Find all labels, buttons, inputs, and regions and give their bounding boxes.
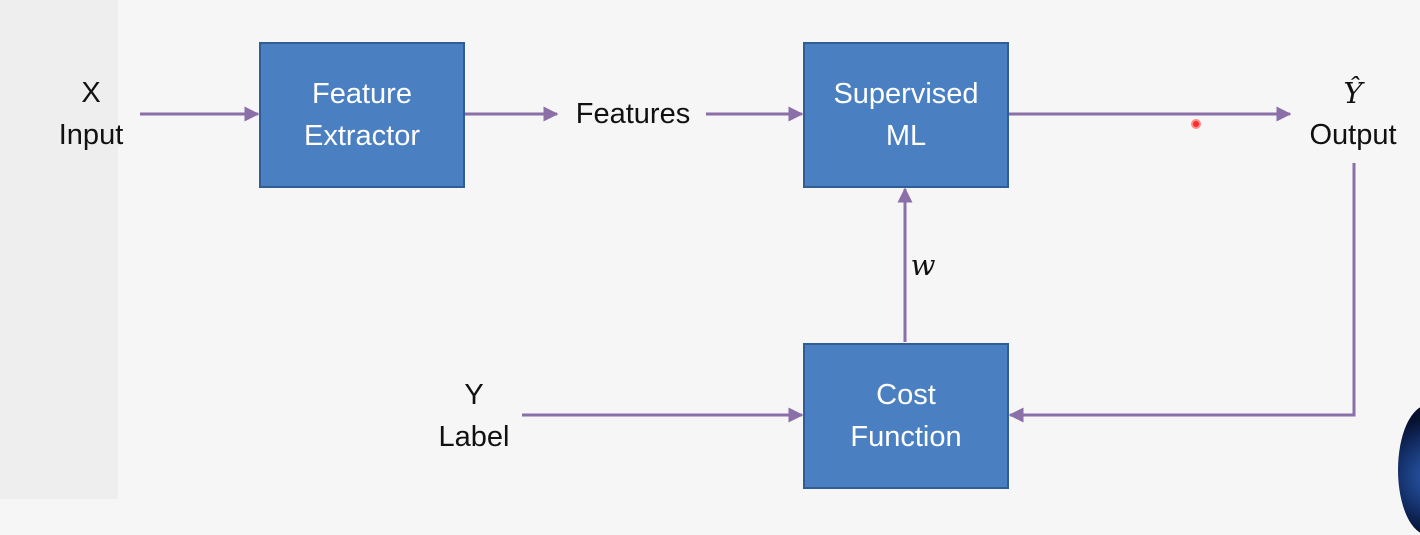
features-node: Features: [563, 93, 703, 135]
supervised-ml-line1: Supervised: [833, 78, 979, 110]
connector-layer: [140, 106, 1356, 423]
label-node: Y Label: [424, 374, 524, 458]
output-label: Output: [1309, 119, 1397, 151]
label-symbol: Y: [464, 379, 484, 411]
feature-extractor-line1: Feature: [312, 78, 412, 110]
left-margin-strip: [0, 0, 118, 499]
feature-extractor-block: Feature Extractor: [259, 42, 465, 188]
cost-function-line2: Function: [850, 421, 962, 453]
input-label: Input: [58, 119, 124, 151]
input-symbol: X: [81, 77, 101, 109]
input-node: X Input: [40, 72, 142, 156]
label-label: Label: [438, 421, 510, 453]
supervised-ml-block: Supervised ML: [803, 42, 1009, 188]
weights-node: w: [906, 244, 940, 286]
output-symbol: Ŷ: [1343, 76, 1363, 110]
output-node: Ŷ Output: [1294, 72, 1412, 156]
cost-function-block: Cost Function: [803, 343, 1009, 489]
arrow-output-to-cost: [1008, 163, 1356, 423]
supervised-ml-line2: ML: [885, 120, 927, 152]
weights-symbol: w: [910, 248, 936, 282]
feature-extractor-line2: Extractor: [303, 120, 421, 152]
features-label: Features: [575, 98, 691, 130]
laser-pointer-dot: [1191, 119, 1201, 129]
cost-function-line1: Cost: [876, 379, 936, 411]
